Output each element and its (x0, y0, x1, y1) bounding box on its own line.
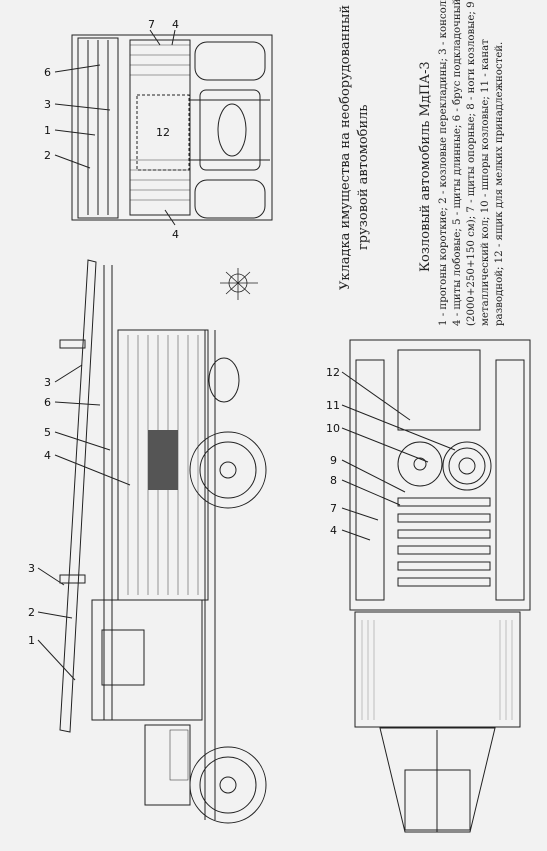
legend-line-1: 1 - прогоны короткие; 2 - козловые перек… (438, 0, 449, 326)
placement-title-line2: грузовой автомобиль (356, 104, 371, 251)
label-top-7: 7 (330, 502, 337, 515)
label-top-4: 4 (330, 524, 337, 537)
label-front-4b: 4 (172, 228, 179, 241)
legend-line-4: металлический кол; 10 - шпоры козловые; … (480, 39, 491, 326)
label-side-4: 4 (44, 449, 51, 462)
front-view-labels: 7 4 6 3 1 12 2 4 (44, 18, 179, 241)
label-front-2: 2 (44, 149, 51, 162)
front-view-drawing (54, 29, 273, 226)
legend-line-3: (2000+250+150 см); 7 - щиты опорные; 8 -… (466, 0, 477, 326)
label-front-4: 4 (172, 18, 179, 31)
model-title: Козловый автомобиль МдПА-3 (418, 61, 433, 272)
label-front-6: 6 (44, 66, 51, 79)
label-front-7: 7 (148, 18, 155, 31)
label-front-3: 3 (44, 98, 51, 111)
emblem-icon (220, 268, 258, 300)
label-side-3b: 3 (44, 376, 51, 389)
top-view-labels: 12 11 10 9 8 7 4 (326, 366, 340, 537)
top-view-drawing (341, 339, 531, 833)
label-side-6: 6 (44, 396, 51, 409)
label-side-5: 5 (44, 426, 51, 439)
legend-line-5: разводной; 12 - ящик для мелких принадле… (494, 41, 505, 326)
legend-line-2: 4 - щиты лобовые; 5 - щиты длинные; 6 - … (452, 0, 463, 326)
label-top-12: 12 (326, 366, 340, 379)
label-side-1: 1 (28, 634, 35, 647)
label-front-12: 12 (156, 126, 170, 139)
label-top-10: 10 (326, 422, 340, 435)
label-top-8: 8 (330, 474, 337, 487)
label-side-2: 2 (28, 606, 35, 619)
side-view-drawing (37, 259, 267, 824)
label-side-3: 3 (28, 562, 35, 575)
side-view-labels: 1 2 3 4 5 6 3 (28, 376, 51, 647)
label-top-11: 11 (326, 399, 340, 412)
label-top-9: 9 (330, 454, 337, 467)
placement-title: Укладка имущества на необорудованный (338, 4, 353, 290)
label-front-1: 1 (44, 124, 51, 137)
